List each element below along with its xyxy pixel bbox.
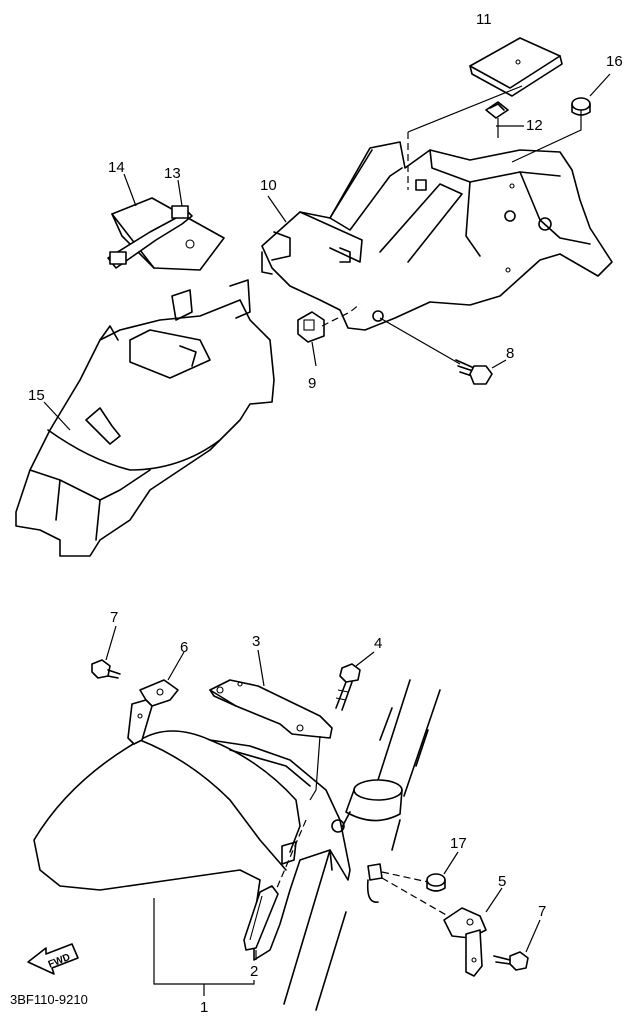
part-3-brace [209,679,333,739]
part-label-3: 3 [252,633,260,650]
fwd-arrow-icon: FWD [27,943,79,975]
fork-tube [283,679,441,1011]
part-12-pad [469,37,563,97]
part-8-rear-fender-bracket [261,141,613,331]
part-7a-bolt [91,659,121,679]
part-10-bolt [455,359,493,385]
part-2-reflector [243,885,279,951]
diagram-code: 3BF110-9210 [10,992,88,1007]
part-label-2: 2 [250,963,258,980]
part-label-12: 11 [476,11,492,28]
part-label-8: 10 [260,177,277,194]
part-15-band [107,205,195,269]
part-label-13: 12 [526,117,543,134]
part-6-bracket [127,679,179,745]
part-label-15: 13 [164,165,181,182]
upper-leader-lines [43,73,611,431]
part-1-front-fender [33,730,383,961]
part-13-clip-nut [485,101,509,119]
part-17-grommet [426,873,446,892]
part-label-7-upper: 7 [110,609,118,626]
part-5-bracket [443,907,487,977]
part-11-nut [297,311,325,343]
part-label-17: 17 [450,835,467,852]
part-label-4: 4 [374,635,382,652]
part-7b-bolt [493,951,529,971]
part-number-labels: 11 16 12 14 13 10 8 9 15 7 3 4 6 17 5 7 … [28,11,623,1016]
part-4-bolt [335,663,361,711]
part-label-16: 14 [108,159,125,176]
lower-leader-lines [105,625,541,996]
part-label-11: 9 [308,375,316,392]
part-label-5: 5 [498,873,506,890]
part-label-6: 6 [180,639,188,656]
part-label-14: 15 [28,387,45,404]
part-label-7-lower: 7 [538,903,546,920]
part-label-10: 8 [506,345,514,362]
part-label-1: 1 [200,999,208,1016]
part-label-9: 16 [606,53,623,70]
part-14-inner-fender [15,279,275,557]
part-16-cover [111,197,225,271]
